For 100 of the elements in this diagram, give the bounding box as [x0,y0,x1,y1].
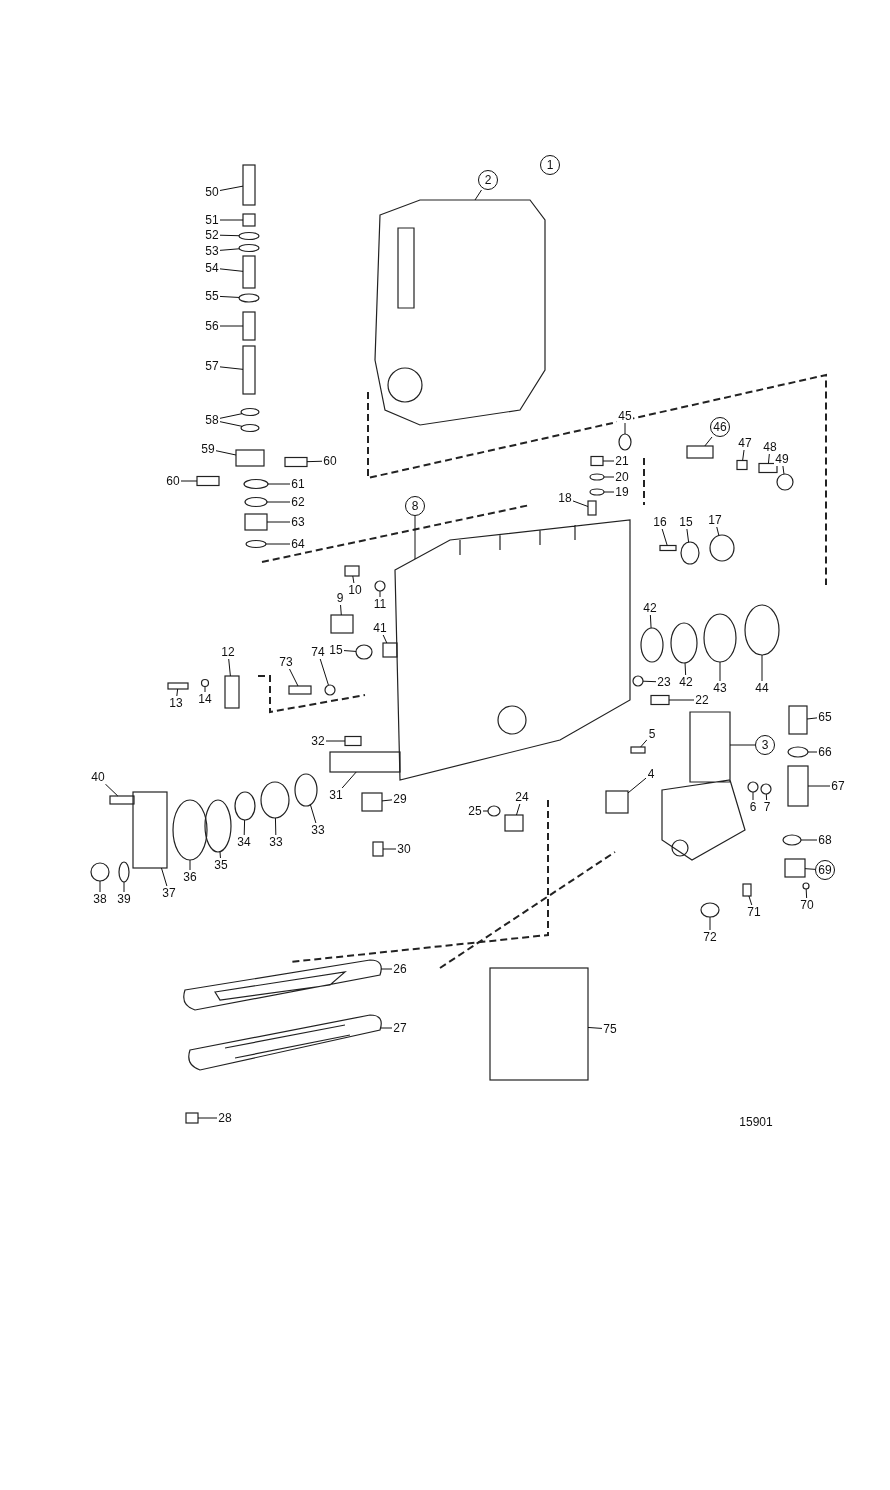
callout-number: 56 [204,319,220,333]
callout-number: 44 [754,681,770,695]
callout-number: 60 [322,454,338,468]
leader-line [219,219,244,221]
leader-line [219,325,244,327]
leader-line [719,661,721,682]
ring-drawing [172,799,208,861]
leader-line [765,793,768,801]
leader-line [684,662,687,676]
leader-line [123,881,125,893]
ring-drawing [243,478,269,490]
leader-line [602,460,615,462]
ring-drawing [294,773,318,807]
callout-number: 53 [204,244,220,258]
assembly-drawing [183,959,382,1011]
part-drawing [196,475,220,487]
ring-drawing [802,882,810,890]
callout-number: 40 [90,770,106,784]
leader-line [189,859,191,871]
callout-number: 11 [372,597,388,611]
ring-drawing [355,644,373,660]
part-drawing [224,675,240,709]
ring-drawing [632,675,644,687]
ring-drawing [324,684,336,696]
callout-number: 69 [815,860,835,880]
leader-line [266,521,291,523]
ring-drawing [374,580,386,592]
callout-number: 37 [161,886,177,900]
ring-drawing [782,834,802,846]
callout-number: 64 [290,537,306,551]
callout-number: 28 [217,1111,233,1125]
leader-line [219,185,244,191]
callout-number: 68 [817,833,833,847]
leader-line [627,777,647,794]
callout-number: 45 [617,409,633,423]
callout-number: 49 [774,452,790,466]
part-drawing [630,746,646,754]
leader-line [380,968,393,970]
callout-number: 8 [405,496,425,516]
callout-number: 62 [290,495,306,509]
leader-line [709,916,711,931]
leader-line [352,575,355,584]
leader-line [265,543,291,545]
part-drawing [736,459,748,471]
callout-number: 4 [646,767,656,781]
ring-drawing [589,473,605,481]
callout-number: 61 [290,477,306,491]
leader-line [197,1117,218,1119]
leader-line [572,500,589,507]
leader-line [806,717,818,720]
ring-drawing [245,539,267,549]
callout-number: 25 [467,804,483,818]
leader-line [228,658,231,677]
leader-line [603,491,615,493]
leader-line [382,634,388,644]
leader-line [807,751,818,753]
ring-drawing [700,902,720,918]
callout-number: 65 [817,710,833,724]
part-drawing [686,445,714,459]
callout-number: 17 [707,513,723,527]
leader-line [686,528,690,543]
callout-number: 3 [755,735,775,755]
ring-drawing [240,407,260,417]
callout-number: 42 [642,601,658,615]
part-drawing [788,705,808,735]
part-drawing [650,694,670,706]
ring-drawing [703,613,737,663]
leader-line [219,421,243,427]
callout-number: 67 [830,779,846,793]
callout-number: 15 [678,515,694,529]
leader-line [219,413,243,419]
callout-number: 22 [694,693,710,707]
callout-number: 63 [290,515,306,529]
part-drawing [372,841,384,857]
ring-drawing [234,791,256,821]
callout-number: 39 [116,892,132,906]
callout-number: 9 [335,591,345,605]
part-drawing [288,685,312,695]
leader-line [274,817,277,836]
callout-number: 31 [328,788,344,802]
ring-drawing [747,781,759,793]
callout-number: 1 [540,155,560,175]
leader-line [661,528,668,546]
part-drawing [185,1112,199,1124]
leader-line [761,654,763,682]
callout-number: 33 [268,835,284,849]
callout-number: 42 [678,675,694,689]
part-drawing [242,345,256,395]
ring-drawing [589,488,605,496]
leader-line [640,739,648,748]
part-drawing [235,449,265,467]
callout-number: 58 [204,413,220,427]
leader-line [482,810,489,812]
part-drawing [605,790,629,814]
callout-number: 38 [92,892,108,906]
leader-line [642,680,657,683]
part-drawing [382,642,398,658]
callout-number: 43 [712,681,728,695]
leader-line [800,839,818,841]
leader-line [767,453,770,464]
